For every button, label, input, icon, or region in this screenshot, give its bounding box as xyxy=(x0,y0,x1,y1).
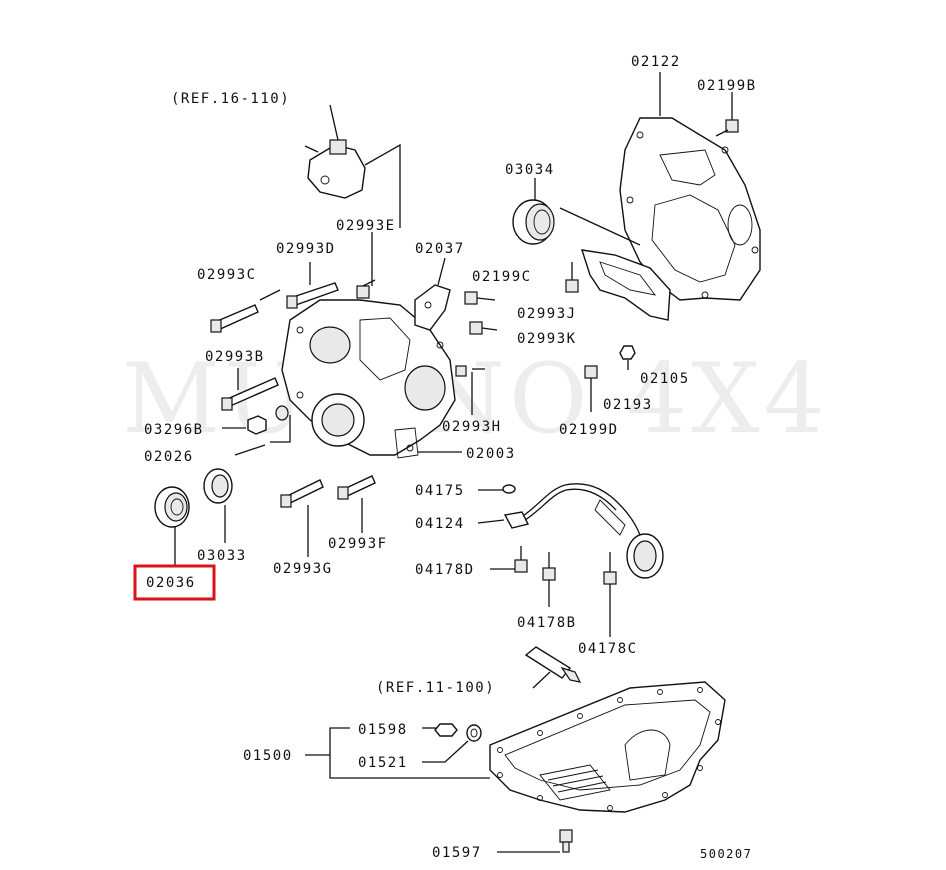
leader-02993C xyxy=(259,289,281,301)
part-label-03034[interactable]: 03034 xyxy=(505,162,555,178)
part-label-02105[interactable]: 02105 xyxy=(640,371,690,387)
leader-01521 xyxy=(422,740,469,763)
leader-03034-plate xyxy=(559,207,641,246)
bolts-upper-drawing xyxy=(210,262,636,412)
part-label-02993C[interactable]: 02993C xyxy=(197,267,257,283)
seal-02036-drawing xyxy=(154,486,190,528)
bracket-02037-drawing xyxy=(414,284,451,331)
part-label-02037[interactable]: 02037 xyxy=(415,241,465,257)
part-label-02993D[interactable]: 02993D xyxy=(276,241,336,257)
ref-label-11-100[interactable]: (REF.11-100) xyxy=(376,680,495,696)
seal-03034-drawing xyxy=(512,199,555,245)
drawing-number: 500207 xyxy=(700,847,752,861)
cap-03296B-drawing xyxy=(247,405,289,435)
part-label-02993B[interactable]: 02993B xyxy=(205,349,265,365)
part-label-02993J[interactable]: 02993J xyxy=(517,306,577,322)
leader-04124 xyxy=(477,519,505,524)
leader-01500-top xyxy=(329,727,350,755)
part-label-02122[interactable]: 02122 xyxy=(631,54,681,70)
ref-16-110-part-drawing xyxy=(304,139,366,199)
highlight-box xyxy=(133,564,216,601)
part-label-04175[interactable]: 04175 xyxy=(415,483,465,499)
part-label-01521[interactable]: 01521 xyxy=(358,755,408,771)
part-label-02993E[interactable]: 02993E xyxy=(336,218,396,234)
leader-ref-16-110 xyxy=(329,104,339,141)
front-case-02003-drawing xyxy=(281,299,456,459)
part-label-01598[interactable]: 01598 xyxy=(358,722,408,738)
part-label-04178D[interactable]: 04178D xyxy=(415,562,475,578)
oil-strainer-drawing xyxy=(502,483,664,579)
part-label-02993F[interactable]: 02993F xyxy=(328,536,388,552)
bolt-02199B-drawing xyxy=(715,119,739,137)
bolts-04178-drawing xyxy=(514,546,617,585)
oil-pan-drawing xyxy=(489,681,726,813)
rear-plate-drawing xyxy=(619,117,761,301)
part-label-04178B[interactable]: 04178B xyxy=(517,615,577,631)
part-label-03033[interactable]: 03033 xyxy=(197,548,247,564)
part-label-04178C[interactable]: 04178C xyxy=(578,641,638,657)
part-label-01500[interactable]: 01500 xyxy=(243,748,293,764)
part-label-04124[interactable]: 04124 xyxy=(415,516,465,532)
part-label-02993K[interactable]: 02993K xyxy=(517,331,577,347)
ref-label-16-110[interactable]: (REF.16-110) xyxy=(171,91,290,107)
gasket-02105-drawing xyxy=(580,249,671,321)
part-label-02199C[interactable]: 02199C xyxy=(472,269,532,285)
part-label-02003[interactable]: 02003 xyxy=(466,446,516,462)
part-label-02199B[interactable]: 02199B xyxy=(697,78,757,94)
drain-plug-drawing xyxy=(434,723,573,853)
part-label-02026[interactable]: 02026 xyxy=(144,449,194,465)
leader-02037 xyxy=(437,257,446,286)
part-label-02193[interactable]: 02193 xyxy=(603,397,653,413)
part-label-02199D[interactable]: 02199D xyxy=(559,422,619,438)
part-label-02036[interactable]: 02036 xyxy=(146,575,196,591)
part-label-02993G[interactable]: 02993G xyxy=(273,561,333,577)
leader-02993E-bracket xyxy=(364,143,401,228)
leader-02026 xyxy=(234,444,266,456)
leader-ref-11-100 xyxy=(532,671,551,689)
leader-03296B-b xyxy=(270,415,291,443)
part-label-03296B[interactable]: 03296B xyxy=(144,422,204,438)
sealant-tube-drawing xyxy=(524,646,582,683)
leader-01500-bottom xyxy=(329,755,490,779)
part-label-01597[interactable]: 01597 xyxy=(432,845,482,861)
part-label-02993H[interactable]: 02993H xyxy=(442,419,502,435)
bolts-lower-drawing xyxy=(280,475,376,508)
seal-03033-drawing xyxy=(203,468,233,504)
